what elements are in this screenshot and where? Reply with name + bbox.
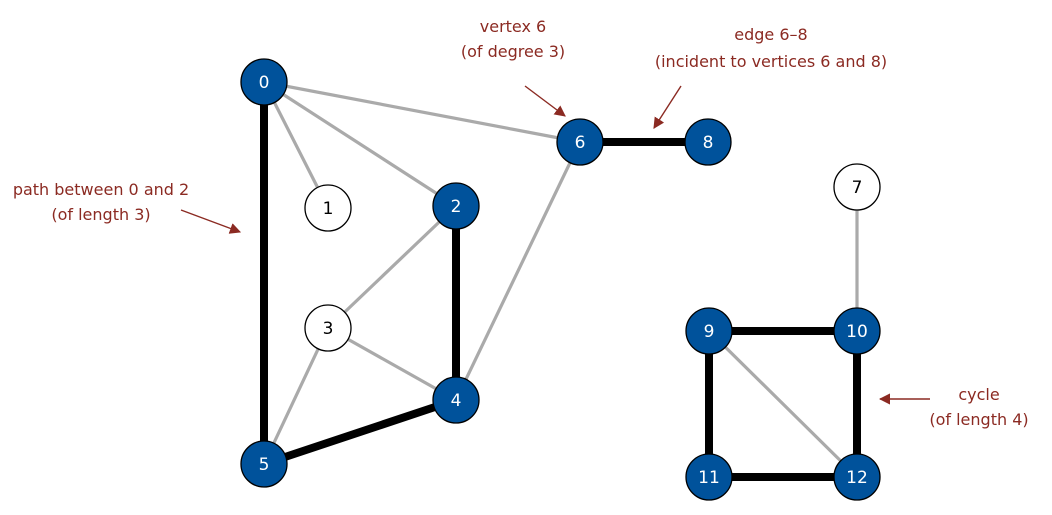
vertex-circle-2 — [432, 182, 480, 230]
annotation-path-line2: (of length 3) — [51, 205, 150, 224]
vertex-label-4: 4 — [451, 391, 462, 411]
edge-4-5 — [260, 396, 460, 468]
annotation-edge-line1: edge 6–8 — [734, 25, 807, 44]
annotation-path-arrow — [180, 209, 242, 234]
vertex-circle-9 — [685, 307, 733, 355]
annotation-edge-arrow — [653, 85, 682, 129]
vertex-label-0: 0 — [259, 73, 270, 93]
annotation-edge-line2: (incident to vertices 6 and 8) — [655, 52, 887, 71]
vertex-9: 9 — [685, 307, 733, 355]
annotation-vertex-line2: (of degree 3) — [461, 42, 565, 61]
vertex-label-7: 7 — [852, 178, 863, 198]
vertex-circle-6 — [556, 118, 604, 166]
vertex-circle-7 — [833, 163, 881, 211]
annotation-cycle-line1: cycle — [958, 385, 999, 404]
edge-3-4 — [326, 326, 458, 402]
vertex-label-5: 5 — [259, 455, 270, 475]
vertex-label-10: 10 — [846, 322, 868, 342]
vertex-11: 11 — [685, 453, 733, 501]
vertex-label-3: 3 — [323, 319, 334, 339]
edge-2-3 — [326, 204, 458, 330]
vertex-label-8: 8 — [703, 133, 714, 153]
vertex-0: 0 — [240, 58, 288, 106]
vertex-6: 6 — [556, 118, 604, 166]
annotation-vertex-arrow — [524, 85, 566, 117]
edge-3-5 — [262, 326, 330, 466]
vertex-10: 10 — [833, 307, 881, 355]
annotation-vertex: vertex 6 (of degree 3) — [461, 17, 566, 117]
vertex-label-2: 2 — [451, 197, 462, 217]
edge-9-12 — [707, 329, 859, 479]
annotation-cycle-line2: (of length 4) — [929, 410, 1028, 429]
vertex-circle-8 — [684, 118, 732, 166]
vertex-label-12: 12 — [846, 468, 868, 488]
vertex-1: 1 — [304, 184, 352, 232]
vertex-8: 8 — [684, 118, 732, 166]
vertex-label-1: 1 — [323, 199, 334, 219]
vertex-circle-3 — [304, 304, 352, 352]
vertex-4: 4 — [432, 376, 480, 424]
vertex-label-9: 9 — [704, 322, 715, 342]
vertex-label-11: 11 — [698, 468, 720, 488]
annotation-cycle: cycle (of length 4) — [878, 385, 1029, 429]
annotation-edge: edge 6–8 (incident to vertices 6 and 8) — [653, 25, 887, 129]
vertex-circle-10 — [833, 307, 881, 355]
vertex-circle-12 — [833, 453, 881, 501]
edge-0-6 — [262, 80, 582, 144]
annotation-vertex-line1: vertex 6 — [480, 17, 546, 36]
vertex-label-6: 6 — [575, 133, 586, 153]
annotation-path: path between 0 and 2 (of length 3) — [13, 180, 242, 234]
vertex-circle-11 — [685, 453, 733, 501]
edge-4-6 — [454, 140, 582, 402]
vertex-5: 5 — [240, 440, 288, 488]
vertex-12: 12 — [833, 453, 881, 501]
vertex-2: 2 — [432, 182, 480, 230]
edge-0-2 — [262, 80, 458, 208]
vertex-circle-5 — [240, 440, 288, 488]
vertex-3: 3 — [304, 304, 352, 352]
vertex-circle-1 — [304, 184, 352, 232]
annotation-path-line1: path between 0 and 2 — [13, 180, 189, 199]
vertex-7: 7 — [833, 163, 881, 211]
vertex-circle-4 — [432, 376, 480, 424]
vertex-circle-0 — [240, 58, 288, 106]
